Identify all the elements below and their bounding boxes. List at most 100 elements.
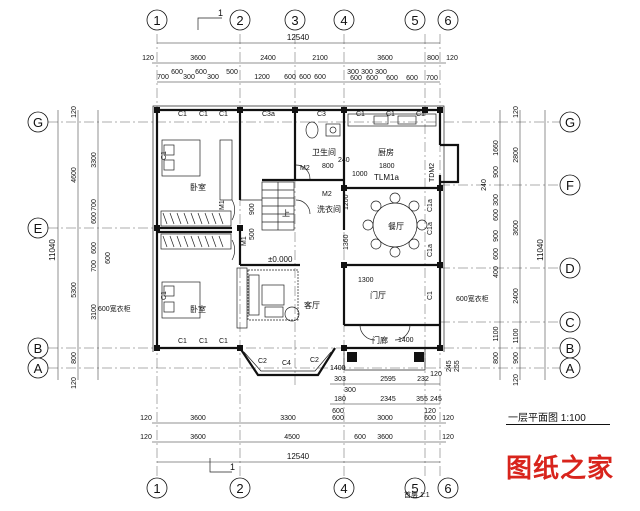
section-mark-top: 1 bbox=[218, 8, 223, 18]
dim-top-seg-0: 120 bbox=[142, 55, 154, 62]
axis-bubble-bottom-6: 6 bbox=[444, 481, 451, 496]
room-label-laundry: 洗衣间 bbox=[317, 204, 341, 214]
dim-right-inner-8: 1100 bbox=[493, 326, 500, 341]
dim-left-inner-6: 3100 bbox=[91, 304, 98, 320]
dim-top-detail-10: 300 bbox=[347, 69, 359, 76]
structural-columns bbox=[154, 107, 443, 351]
dim-top-detail-1: 600 bbox=[171, 69, 183, 76]
dim-bottom-small-0: 303 bbox=[334, 376, 346, 383]
dim-right-outer-4: 1100 bbox=[513, 328, 520, 343]
bottom-stamp: 首层 1:1 bbox=[404, 490, 430, 499]
window-label-12: C1a bbox=[427, 222, 434, 235]
dim-bottom-small-3: 120 bbox=[430, 371, 442, 378]
dim-right-inner-0: 1660 bbox=[493, 140, 500, 156]
door-labels: M1 M1 M2 M2 TLM1a TDM2 bbox=[219, 163, 436, 246]
dim-left-outer-1: 4600 bbox=[71, 167, 78, 183]
dim-top-detail-7: 600 bbox=[284, 74, 296, 81]
dim-top-detail-13: 600 bbox=[350, 75, 362, 82]
dim-bottom2-0: 120 bbox=[140, 434, 152, 441]
dim-interior-9: 1400 bbox=[398, 337, 414, 344]
dim-interior-4: 1200 bbox=[343, 194, 350, 210]
dim-top-seg-3: 2100 bbox=[312, 55, 328, 62]
level-mark: ±0.000 bbox=[268, 255, 293, 264]
dim-right-inner-9: 800 bbox=[493, 352, 500, 364]
stair-up-label: 上 bbox=[282, 209, 290, 218]
dim-bottom1-2: 3300 bbox=[280, 415, 296, 422]
axis-bubble-right-A: A bbox=[566, 361, 575, 376]
axis-bubble-right-G: G bbox=[565, 115, 575, 130]
dim-right-outer-1: 2800 bbox=[513, 147, 520, 163]
dim-bottom-small-1: 2595 bbox=[380, 376, 396, 383]
dim-bottom2-5: 120 bbox=[442, 434, 454, 441]
dim-bottom-small-5: 355 bbox=[416, 396, 428, 403]
window-label-3: C3a bbox=[262, 111, 275, 118]
dim-top-seg-2: 2400 bbox=[260, 55, 276, 62]
dim-interior-11: 255 bbox=[454, 360, 461, 372]
wardrobes bbox=[160, 139, 248, 329]
living-furniture bbox=[247, 269, 300, 322]
room-label-bedroom-2: 卧室 bbox=[190, 304, 206, 314]
dim-top-detail-11: 300 bbox=[361, 69, 373, 76]
door-label-3: M2 bbox=[300, 165, 310, 172]
drawing-title-underline bbox=[506, 424, 610, 425]
top-axis-bubbles: 1 2 3 4 5 6 bbox=[146, 9, 459, 31]
axis-bubble-left-B: B bbox=[34, 341, 43, 356]
window-label-6: C1 bbox=[386, 111, 395, 118]
door-label-2: M2 bbox=[322, 191, 332, 198]
dim-bottom-small-6: 245 bbox=[430, 396, 442, 403]
dim-left-inner-3: 600 bbox=[91, 242, 98, 254]
dim-left-inner-0: 3300 bbox=[91, 152, 98, 168]
dim-top-total: 12540 bbox=[287, 33, 310, 42]
dim-left-inner-5: 600 bbox=[105, 252, 112, 264]
dim-bottom-small-4: 2345 bbox=[380, 396, 396, 403]
dim-top-detail-8: 600 bbox=[299, 74, 311, 81]
stair: 上 bbox=[261, 181, 295, 231]
dim-bottom1-5: 600 bbox=[424, 415, 436, 422]
dim-top-detail-9: 600 bbox=[314, 74, 326, 81]
dim-interior-1: 240 bbox=[338, 157, 350, 164]
axis-bubble-4: 4 bbox=[340, 13, 347, 28]
interior-dimensions: 800 240 1800 1000 1200 1300 1360 900 500… bbox=[249, 157, 461, 372]
dim-right-inner-7: 400 bbox=[493, 266, 500, 278]
dim-bottom2-4: 3600 bbox=[377, 434, 393, 441]
room-label-bedroom-1: 卧室 bbox=[190, 182, 206, 192]
dim-interior-10: 245 bbox=[446, 360, 453, 372]
section-marks: 1 1 bbox=[197, 8, 235, 473]
axis-grid bbox=[48, 34, 560, 478]
dim-top-detail-2: 300 bbox=[183, 74, 195, 81]
room-label-toilet: 卫生间 bbox=[312, 147, 336, 157]
dim-top-detail-5: 500 bbox=[226, 69, 238, 76]
door-label-5: TDM2 bbox=[429, 163, 436, 182]
room-labels: 卧室 卧室 卫生间 厨房 洗衣间 餐厅 客厅 门厅 门廊 600宽衣柜 600宽… bbox=[98, 147, 489, 345]
window-label-19: C2 bbox=[310, 357, 319, 364]
watermark-logo: 图纸之家 bbox=[505, 454, 614, 484]
dim-left-outer-3: 800 bbox=[71, 352, 78, 364]
dim-left-outer-4: 120 bbox=[71, 377, 78, 389]
door-label-4: TLM1a bbox=[374, 173, 399, 182]
dim-interior-8: 500 bbox=[249, 228, 256, 240]
dim-right-inner-2: 240 bbox=[481, 179, 488, 191]
dim-interior-0: 800 bbox=[322, 163, 334, 170]
axis-bubble-right-D: D bbox=[565, 261, 574, 276]
axis-bubble-right-F: F bbox=[566, 178, 574, 193]
dim-left-inner-2: 600 bbox=[91, 212, 98, 224]
dim-interior-12: 1400 bbox=[330, 365, 346, 372]
dim-top-detail-0: 700 bbox=[157, 74, 169, 81]
axis-bubble-left-E: E bbox=[34, 221, 43, 236]
dim-top-detail-15: 600 bbox=[386, 75, 398, 82]
door-label-0: M1 bbox=[219, 200, 226, 210]
dim-top-detail-16: 600 bbox=[406, 75, 418, 82]
dim-right-inner-5: 900 bbox=[493, 230, 500, 242]
window-label-8: C1 bbox=[161, 151, 168, 160]
dim-top-detail-4: 300 bbox=[207, 74, 219, 81]
window-label-15: C1 bbox=[199, 338, 208, 345]
dim-right-outer-2: 3600 bbox=[513, 220, 520, 236]
dim-bottom2-1: 3600 bbox=[190, 434, 206, 441]
dim-bottom-small-8: 300 bbox=[344, 387, 356, 394]
dim-top-detail-3: 600 bbox=[195, 69, 207, 76]
dim-top-seg-4: 3600 bbox=[377, 55, 393, 62]
window-label-4: C3 bbox=[317, 111, 326, 118]
dim-interior-2: 1800 bbox=[379, 163, 395, 170]
axis-bubble-1: 1 bbox=[153, 13, 160, 28]
